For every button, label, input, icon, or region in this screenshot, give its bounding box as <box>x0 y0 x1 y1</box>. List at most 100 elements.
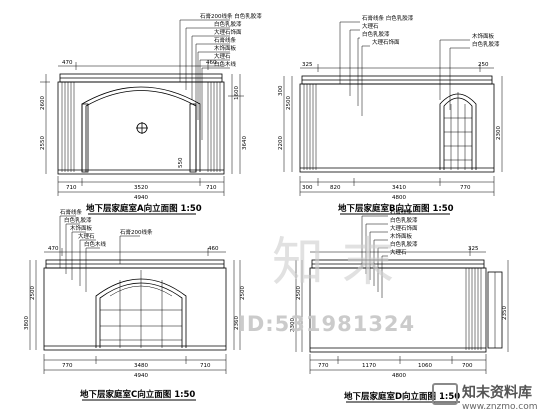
dim-top-c-1: 470 <box>48 246 59 252</box>
leader-a-6: 大理石 <box>214 52 231 60</box>
brand-name: 知末资料库 <box>462 385 532 401</box>
dim-side-b-1: 2200 <box>278 136 284 150</box>
dim-side-c-4: 2500 <box>240 286 246 300</box>
leader-b-2: 大理石 <box>362 22 379 30</box>
leader-lines-c <box>59 215 140 292</box>
dim-bottom-c-2: 3480 <box>134 363 148 369</box>
curtain-right-a <box>207 82 221 172</box>
leader-lines-b <box>339 21 470 116</box>
dim-side-b-3: 300 <box>278 85 284 96</box>
dim-side-d-2: 2500 <box>296 286 302 300</box>
brand-logo: 知末资料库 www.znzmo.com <box>432 380 552 416</box>
leader-c-4: 木饰面板 <box>70 224 93 232</box>
leader-b-6: 白色乳胶漆 <box>472 40 500 48</box>
door-glazing-b <box>444 92 472 170</box>
dim-side-d-1: 2300 <box>290 318 296 332</box>
caption-d: 地下层家庭室D向立面图 1:50 <box>344 392 461 402</box>
dim-top-a-1: 470 <box>62 60 73 66</box>
dim-bottom-b-3: 3410 <box>392 185 406 191</box>
leader-c-3: 石膏200线条 <box>120 228 153 236</box>
leader-b-3: 白色乳胶漆 <box>362 30 390 38</box>
leader-a-1: 石膏200线条 白色乳胶漆 <box>200 12 262 20</box>
dim-total-c: 4940 <box>134 373 148 379</box>
elevation-a <box>40 19 244 196</box>
dim-top-b-1: 325 <box>302 62 313 68</box>
dim-total-a: 4940 <box>134 195 148 201</box>
leader-a-7: 白色木线 <box>214 60 237 68</box>
dim-side-a-2: 2600 <box>40 96 46 110</box>
dim-side-d-3: 2350 <box>502 306 508 320</box>
column-left-a <box>81 103 89 173</box>
leader-d-6: 大理石 <box>390 248 407 256</box>
labels-c: 770 3480 710 4940 470 460 3800 2500 2360… <box>24 208 246 379</box>
leader-lines-d <box>361 215 388 298</box>
dim-total-b: 4800 <box>392 195 406 201</box>
dim-top-d-1: 325 <box>468 246 479 252</box>
dim-side-b-2: 2500 <box>286 96 292 110</box>
dim-bottom-b-2: 820 <box>330 185 341 191</box>
leader-c-2: 白色乳胶漆 <box>64 216 92 224</box>
labels-d: 770 1170 1060 700 4800 325 2300 2500 235… <box>290 208 508 379</box>
elevation-b <box>283 21 503 196</box>
dim-side-c-2: 2500 <box>30 286 36 300</box>
labels-b: 300 820 3410 770 4800 325 250 2200 2500 … <box>278 14 502 201</box>
arch-opening-a <box>81 86 201 172</box>
leader-a-3: 大理石饰面 <box>214 28 242 36</box>
dim-bottom-a-1: 710 <box>66 185 77 191</box>
leader-d-4: 木饰面板 <box>390 232 413 240</box>
leader-b-4: 大理石饰面 <box>372 38 400 46</box>
dim-top-c-2: 460 <box>208 246 219 252</box>
brand-icon <box>432 383 458 405</box>
watermark-id: ID:531981324 <box>238 312 416 336</box>
dim-side-c-3: 2360 <box>234 316 240 330</box>
leader-d-2: 白色乳胶漆 <box>390 216 418 224</box>
dim-side-a-4: 3640 <box>242 136 248 150</box>
dim-bottom-d-2: 1170 <box>362 363 376 369</box>
dim-side-a-1: 2550 <box>40 136 46 150</box>
leader-c-5: 大理石 <box>78 232 95 240</box>
door-glazing-c <box>100 270 182 348</box>
leader-a-4: 石膏线条 <box>214 36 237 44</box>
leader-b-1: 石膏线条 白色乳胶漆 <box>362 14 414 22</box>
brand-url: www.znzmo.com <box>462 402 538 412</box>
dim-inner-a-1: 550 <box>178 157 184 168</box>
wall-outline-c <box>43 267 227 351</box>
column-right-a <box>189 103 197 173</box>
dim-bottom-c-1: 770 <box>62 363 73 369</box>
caption-underlines <box>82 213 460 403</box>
dim-bottom-a-3: 710 <box>206 185 217 191</box>
dim-side-b-4: 2300 <box>496 126 502 140</box>
leader-d-1: 石膏线条 <box>390 208 413 216</box>
leader-c-6: 白色木线 <box>84 240 107 248</box>
dim-top-a-2: 460 <box>206 60 217 66</box>
leader-c-1: 石膏线条 <box>60 208 83 216</box>
leader-lines-a <box>179 19 230 140</box>
elevation-c <box>29 215 241 374</box>
labels-a: 710 3520 710 4940 470 460 2550 2600 1600… <box>40 12 262 201</box>
leader-a-2: 白色乳胶漆 <box>214 20 242 28</box>
caption-a: 地下层家庭室A向立面图 1:50 <box>86 204 202 214</box>
caption-c: 地下层家庭室C向立面图 1:50 <box>80 390 196 400</box>
dim-bottom-d-1: 770 <box>318 363 329 369</box>
watermark-logo: 知末 <box>272 233 413 293</box>
curtain-left-a <box>61 82 75 172</box>
dim-bottom-b-1: 300 <box>302 185 313 191</box>
dim-total-d: 4800 <box>392 373 406 379</box>
dim-bottom-c-3: 710 <box>200 363 211 369</box>
dim-bottom-d-3: 1060 <box>418 363 432 369</box>
leader-b-5: 木饰面板 <box>472 32 495 40</box>
curtain-right-d <box>465 268 482 350</box>
dim-top-b-2: 250 <box>478 62 489 68</box>
leader-d-5: 白色乳胶漆 <box>390 240 418 248</box>
elevation-d <box>295 215 509 374</box>
dim-bottom-d-4: 700 <box>462 363 473 369</box>
dim-side-c-1: 3800 <box>24 316 30 330</box>
caption-b: 地下层家庭室B向立面图 1:50 <box>338 204 454 214</box>
leader-d-3: 大理石饰面 <box>390 224 418 232</box>
dim-bottom-a-2: 3520 <box>134 185 148 191</box>
curtain-left-b <box>303 84 317 170</box>
dim-bottom-b-4: 770 <box>460 185 471 191</box>
leader-a-5: 木饰面板 <box>214 44 237 52</box>
dim-side-a-3: 1600 <box>234 86 240 100</box>
